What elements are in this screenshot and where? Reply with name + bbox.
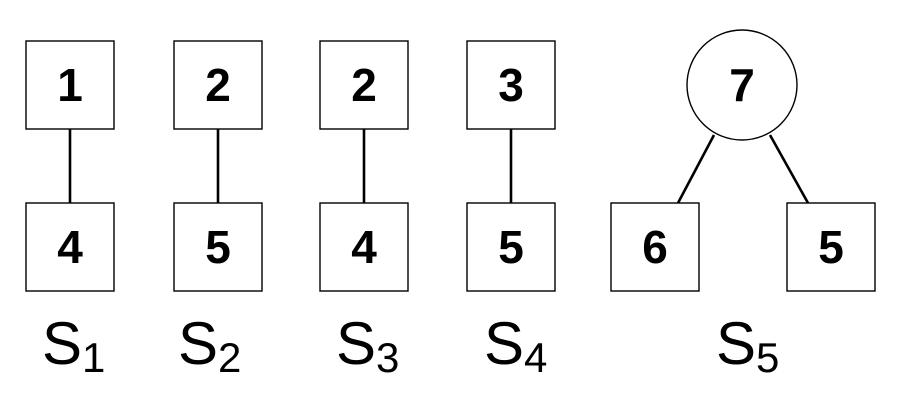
node-s1-top-value: 1 [57, 59, 83, 111]
set-label-s5-subscript: 5 [756, 334, 779, 381]
set-label-s1-subscript: 1 [82, 334, 105, 381]
set-s4: 3 5 S4 [466, 40, 556, 381]
set-label-s1-letter: S [42, 310, 82, 377]
node-s4-bottom-value: 5 [498, 221, 524, 273]
node-s5-right [786, 202, 876, 292]
node-s1-bottom [25, 202, 115, 292]
node-s3-bottom [319, 202, 409, 292]
node-s4-bottom [466, 202, 556, 292]
set-label-s4-subscript: 4 [524, 334, 547, 381]
node-s5-root-value: 7 [729, 59, 755, 111]
set-label-s4: S4 [484, 310, 547, 381]
node-s2-bottom [173, 202, 263, 292]
node-s3-top [319, 40, 409, 130]
set-label-s5: S5 [716, 310, 779, 381]
node-s2-top [173, 40, 263, 130]
node-s1-bottom-value: 4 [57, 221, 83, 273]
set-label-s3-letter: S [336, 310, 376, 377]
node-s5-left [610, 202, 700, 292]
node-s3-top-value: 2 [351, 59, 377, 111]
node-s4-top [466, 40, 556, 130]
set-label-s2-letter: S [178, 310, 218, 377]
node-s1-top [25, 40, 115, 130]
node-s5-right-value: 5 [818, 221, 844, 273]
set-label-s5-letter: S [716, 310, 756, 377]
set-label-s4-letter: S [484, 310, 524, 377]
node-s4-top-value: 3 [498, 59, 524, 111]
set-label-s3: S3 [336, 310, 399, 381]
edge-s5-left [676, 134, 716, 204]
edge-s5-right [768, 134, 810, 204]
node-s5-root [686, 29, 798, 141]
set-s5: 7 6 5 S5 [610, 29, 876, 381]
set-s3: 2 4 S3 [319, 40, 409, 381]
node-s5-left-value: 6 [642, 221, 668, 273]
set-s2: 2 5 S2 [173, 40, 263, 381]
node-s3-bottom-value: 4 [351, 221, 377, 273]
node-s2-bottom-value: 5 [205, 221, 231, 273]
set-s1: 1 4 S1 [25, 40, 115, 381]
set-label-s3-subscript: 3 [376, 334, 399, 381]
node-s2-top-value: 2 [205, 59, 231, 111]
set-label-s2-subscript: 2 [218, 334, 241, 381]
set-label-s2: S2 [178, 310, 241, 381]
set-label-s1: S1 [42, 310, 105, 381]
